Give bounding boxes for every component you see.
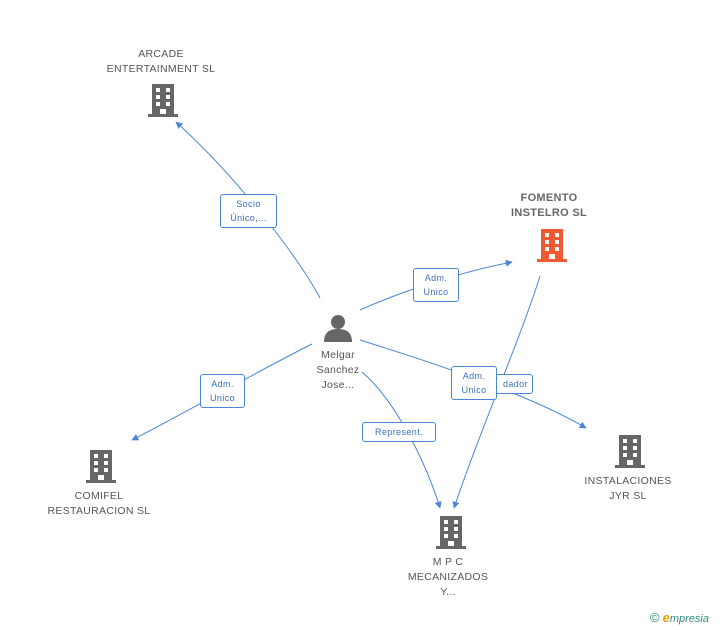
brand-name: mpresia xyxy=(669,613,709,625)
brand-logo-initial: e xyxy=(662,610,670,625)
node-label-arcade[interactable]: ARCADE ENTERTAINMENT SL xyxy=(106,48,216,75)
building-icon[interactable] xyxy=(436,516,466,549)
node-label-instalaciones[interactable]: INSTALACIONES JYR SL xyxy=(584,475,672,502)
edge-label-arcade[interactable]: Socio Único,... xyxy=(220,194,277,228)
edge-label-mpc[interactable]: Represent. xyxy=(362,422,436,442)
edge-label-comifel[interactable]: Adm. Unico xyxy=(200,374,245,408)
copyright-icon: © xyxy=(650,610,660,625)
building-icon[interactable] xyxy=(148,84,178,117)
brand-footer[interactable]: ©empresia xyxy=(650,610,709,625)
node-label-person[interactable]: Melgar Sanchez Jose... xyxy=(316,349,360,391)
node-label-comifel[interactable]: COMIFEL RESTAURACION SL xyxy=(47,490,151,517)
node-label-mpc[interactable]: M P C MECANIZADOS Y... xyxy=(407,556,489,598)
building-icon[interactable] xyxy=(537,229,567,262)
node-label-fomento[interactable]: FOMENTO INSTELRO SL xyxy=(510,192,588,219)
edge-label-fomento[interactable]: Adm. Unico xyxy=(413,268,459,302)
building-icon[interactable] xyxy=(86,450,116,483)
edge-label-instalaciones[interactable]: Adm. Unico xyxy=(451,366,497,400)
building-icon[interactable] xyxy=(615,435,645,468)
person-icon[interactable] xyxy=(324,315,352,342)
